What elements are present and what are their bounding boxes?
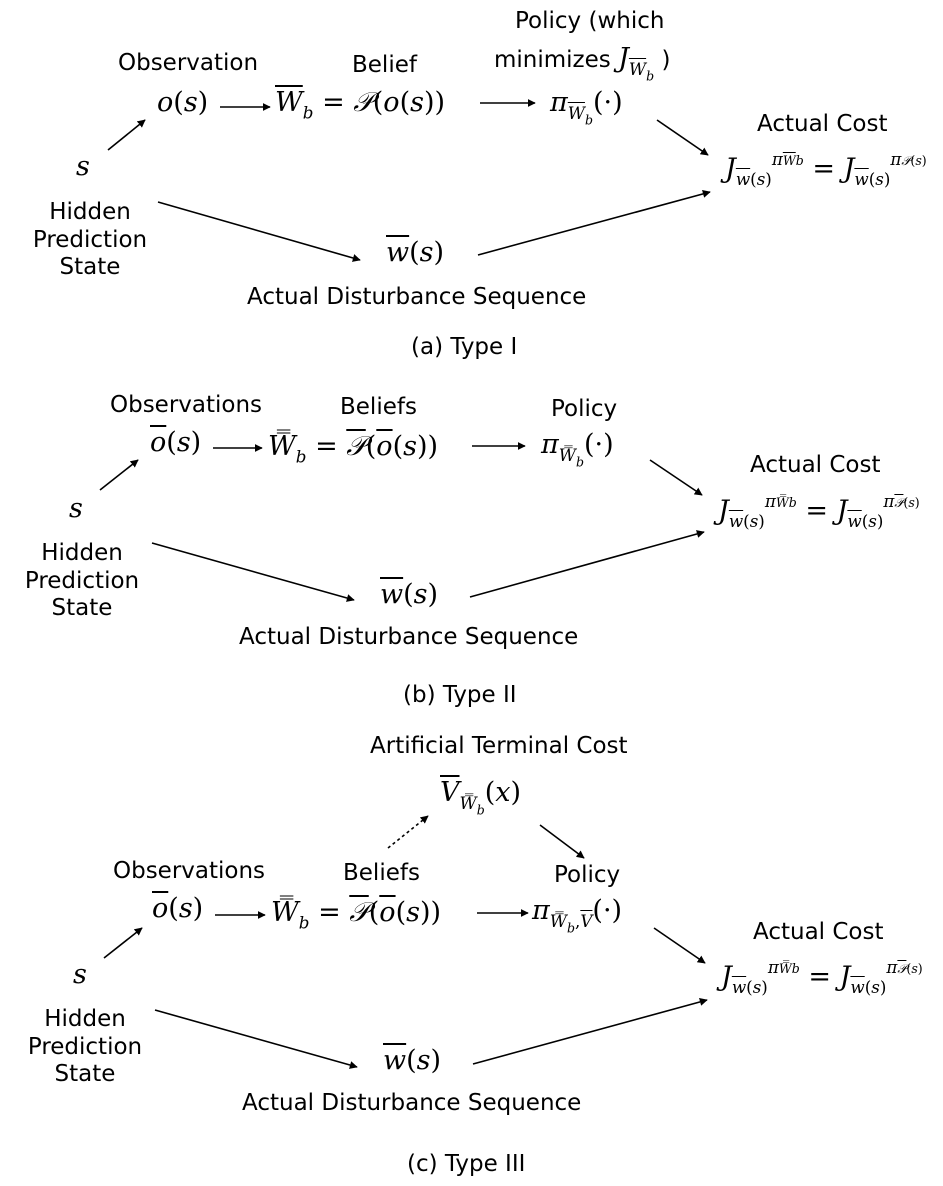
cost-math: Jw(s)πW̿b = Jw(s)π𝒫(s): [718, 491, 920, 532]
belief-math: Wb = 𝒫(o(s)): [275, 87, 446, 123]
arrow-state-to-disturbance: [151, 542, 355, 602]
hidden-state-label: Hidden Prediction State: [27, 1006, 143, 1088]
beliefs-label: Beliefs: [343, 860, 420, 886]
beliefs-label: Beliefs: [340, 394, 417, 420]
panel-b-arrows: [99, 442, 705, 602]
hidden-state-label: Hidden Prediction State: [24, 540, 140, 622]
cost-math: Jw(s)πW̿b = Jw(s)π𝒫(s): [721, 957, 923, 998]
state-symbol: s: [76, 151, 90, 182]
observations-math: o(s): [152, 893, 204, 924]
arrow-state-to-observation: [107, 119, 146, 151]
panel-type-1: Observation Belief Policy (which minimiz…: [0, 0, 943, 375]
actual-cost-label: Actual Cost: [750, 452, 881, 478]
panel-a-arrows: [107, 99, 711, 262]
belief-label: Belief: [352, 52, 417, 78]
terminal-cost-math: VW̿b(x): [440, 777, 522, 818]
disturbance-label: Actual Disturbance Sequence: [247, 284, 587, 310]
caption-b: (b) Type II: [403, 682, 517, 708]
observations-math: o(s): [150, 427, 202, 458]
panel-type-2: Observations Beliefs Policy Actual Cost …: [0, 392, 943, 722]
arrow-state-to-observation: [99, 459, 139, 491]
actual-cost-label: Actual Cost: [753, 919, 884, 945]
arrow-belief-to-terminal-cost: [387, 815, 429, 849]
policy-math: πW̿b(·): [541, 429, 614, 470]
actual-cost-label: Actual Cost: [757, 111, 888, 137]
arrow-policy-to-cost: [653, 927, 706, 964]
panel-type-3: Artificial Terminal Cost VW̿b(x) Observa…: [0, 730, 943, 1186]
arrow-disturbance-to-cost: [469, 530, 705, 598]
terminal-cost-label: Artificial Terminal Cost: [370, 733, 628, 759]
arrow-policy-to-cost: [656, 119, 709, 156]
arrow-disturbance-to-cost: [477, 190, 711, 256]
policy-math: πW̿b,V(·): [532, 895, 623, 936]
observation-label: Observation: [118, 50, 259, 76]
disturbance-label: Actual Disturbance Sequence: [239, 624, 579, 650]
caption-c: (c) Type III: [407, 1151, 526, 1177]
observation-math: o(s): [157, 87, 209, 118]
arrow-state-to-observation: [103, 927, 143, 959]
beliefs-math: W̿b = 𝒫(o(s)): [271, 897, 442, 933]
caption-a: (a) Type I: [411, 334, 518, 360]
state-symbol: s: [69, 493, 83, 524]
disturbance-math: w(s): [380, 579, 439, 610]
arrow-policy-to-cost: [649, 459, 703, 496]
cost-math: Jw(s)πWb = Jw(s)π𝒫(s): [725, 149, 927, 190]
observations-label: Observations: [110, 392, 263, 418]
policy-label: Policy: [554, 862, 621, 888]
hidden-state-label: Hidden Prediction State: [32, 199, 148, 281]
arrow-terminal-cost-to-policy: [539, 824, 585, 859]
observations-label: Observations: [113, 858, 266, 884]
policy-label-line1: Policy (which: [515, 8, 665, 34]
beliefs-math: W̿b = 𝒫(o(s)): [268, 431, 439, 467]
disturbance-math: w(s): [386, 237, 445, 268]
policy-label-line2: minimizes JWb ): [494, 43, 671, 84]
disturbance-label: Actual Disturbance Sequence: [242, 1090, 582, 1116]
policy-math: πWb(·): [550, 87, 623, 128]
state-symbol: s: [73, 959, 87, 990]
arrow-state-to-disturbance: [157, 201, 361, 262]
policy-label: Policy: [551, 396, 618, 422]
policy-objective-math: JWb: [618, 43, 655, 84]
arrow-state-to-disturbance: [154, 1009, 358, 1069]
panel-c-arrows: [103, 815, 708, 1069]
disturbance-math: w(s): [383, 1045, 442, 1076]
arrow-disturbance-to-cost: [472, 998, 708, 1065]
